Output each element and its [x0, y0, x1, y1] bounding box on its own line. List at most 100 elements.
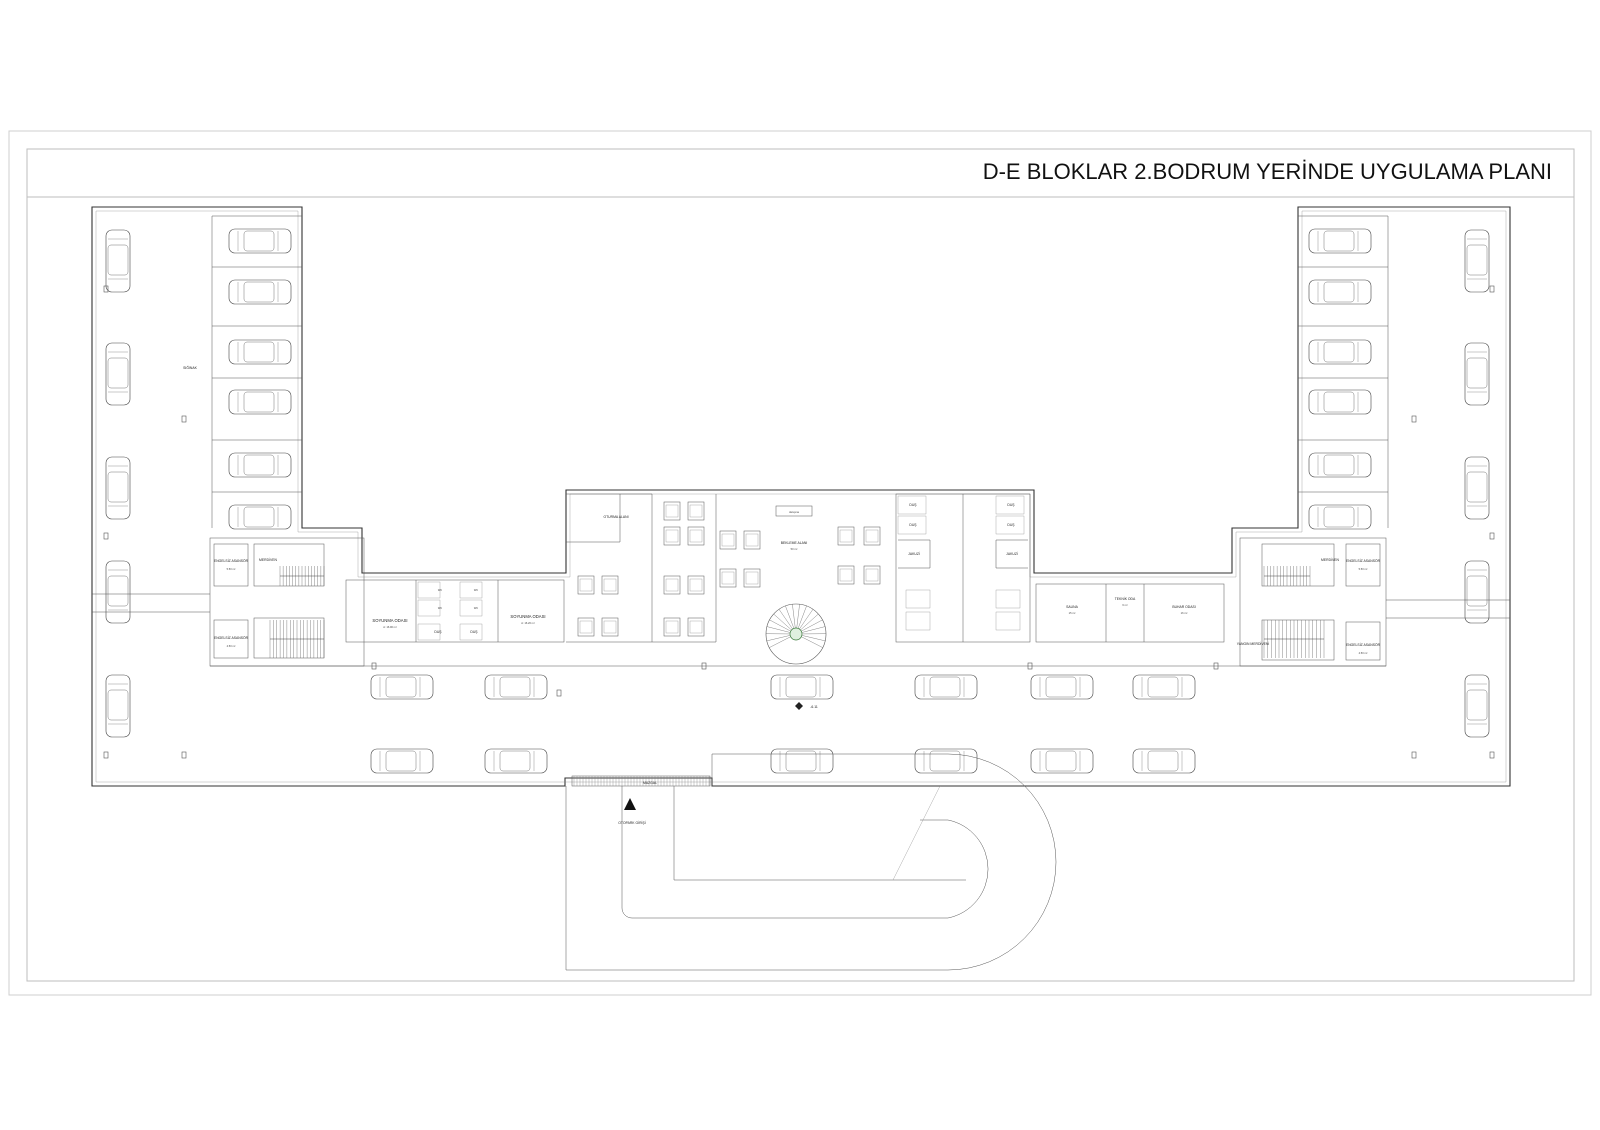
table-icon	[687, 575, 705, 595]
column-marker	[181, 415, 187, 423]
car-icon	[105, 456, 131, 520]
car-icon	[1464, 456, 1490, 520]
column-marker	[1411, 751, 1417, 759]
car-icon	[1308, 279, 1372, 305]
table-icon	[687, 617, 705, 637]
label-yangin: YANGIN MERDİVENİ	[1237, 641, 1270, 646]
table-icon	[837, 565, 855, 585]
car-icon	[1132, 674, 1196, 700]
column-marker	[1489, 285, 1495, 293]
label-merdiven-right: MERDİVEN	[1321, 557, 1339, 562]
car-icon	[228, 452, 292, 478]
label-dus-3: DUŞ	[909, 503, 917, 507]
label-bekleme: BEKLEME ALANI	[781, 541, 808, 545]
car-icon	[1030, 748, 1094, 774]
table-icon	[663, 575, 681, 595]
label-otopark: OTOPARK GİRİŞİ	[618, 820, 645, 825]
stair-right-top	[1263, 566, 1311, 586]
car-icon	[1308, 339, 1372, 365]
table-icon	[687, 526, 705, 546]
car-icon	[1464, 560, 1490, 624]
label-jakuzi-2: JAKUZİ	[1006, 551, 1018, 556]
label-dus-1: DUŞ	[434, 630, 442, 634]
label-wc-1: WC	[438, 588, 442, 592]
lounge-tables	[577, 501, 881, 637]
car-icon	[1464, 674, 1490, 738]
building-outline	[91, 206, 1511, 787]
car-icon	[770, 674, 834, 700]
right-core	[1239, 537, 1510, 667]
car-icon	[1464, 342, 1490, 406]
table-icon	[719, 568, 737, 588]
label-engelsiz-right-bottom: ENGELSİZ ASANSÖR	[1346, 642, 1381, 647]
car-icon	[1308, 504, 1372, 530]
label-sauna-area: 15 m²	[1069, 611, 1076, 615]
drawing-title: D-E BLOKLAR 2.BODRUM YERİNDE UYGULAMA PL…	[983, 159, 1552, 184]
entrance-ramp	[565, 753, 1057, 971]
table-icon	[663, 501, 681, 521]
car-icon	[1464, 229, 1490, 293]
car-icon	[1132, 748, 1196, 774]
label-wc-4: WC	[474, 606, 478, 610]
car-icon	[105, 229, 131, 293]
label-soyunma-1: SOYUNMA ODASI	[372, 618, 407, 623]
car-icon	[370, 748, 434, 774]
table-icon	[719, 530, 737, 550]
label-merdiven-left: MERDİVEN	[259, 557, 277, 562]
label-dus-5: DUŞ	[1007, 503, 1015, 507]
label-teknik: TEKNİK ODA	[1115, 596, 1136, 601]
label-level: -6.11	[810, 705, 818, 709]
label-engelsiz-right-bottom-area: 4.50 m²	[1359, 651, 1368, 655]
column-marker	[1489, 751, 1495, 759]
stair-right-bottom	[1263, 620, 1325, 658]
car-icon	[1308, 389, 1372, 415]
car-icon	[228, 339, 292, 365]
label-oturma: OTURMA ALANI	[603, 515, 628, 519]
sheet-outer-frame	[8, 130, 1592, 996]
level-marker-icon	[795, 702, 803, 710]
stair-left-bottom	[269, 620, 325, 658]
car-icon	[228, 389, 292, 415]
car-icon	[105, 560, 131, 624]
label-wc-3: WC	[474, 588, 478, 592]
label-engelsiz-left-bottom-area: 4.50 m²	[227, 644, 236, 648]
column-marker	[1411, 415, 1417, 423]
column-marker	[103, 532, 109, 540]
label-sauna: SAUNA	[1066, 605, 1078, 609]
car-icon	[1308, 228, 1372, 254]
car-icon	[105, 342, 131, 406]
table-icon	[863, 526, 881, 546]
reception-desk	[775, 505, 813, 517]
stair-left-top	[279, 566, 325, 586]
car-icon	[228, 504, 292, 530]
column-marker	[103, 285, 109, 293]
label-soyunma-1-area: A: 16.90 m²	[383, 625, 397, 629]
table-icon	[743, 530, 761, 550]
table-icon	[577, 575, 595, 595]
car-icon	[228, 228, 292, 254]
label-mazgal: MAZGAL	[643, 781, 657, 785]
label-buhar-area: 16 m²	[1181, 611, 1188, 615]
label-dus-6: DUŞ	[1007, 523, 1015, 527]
label-danisma: danışma	[789, 510, 800, 514]
label-wc-2: WC	[438, 606, 442, 610]
column-marker	[181, 751, 187, 759]
car-icon	[1308, 452, 1372, 478]
label-jakuzi-1: JAKUZİ	[908, 551, 920, 556]
label-soyunma-2: SOYUNMA ODASI	[510, 614, 545, 619]
car-icon	[914, 674, 978, 700]
table-icon	[663, 617, 681, 637]
table-icon	[837, 526, 855, 546]
sheet-inner-frame	[26, 148, 1575, 982]
column-marker	[103, 751, 109, 759]
car-icon	[770, 748, 834, 774]
spa-block	[895, 493, 1031, 643]
sauna-block	[1035, 583, 1225, 643]
table-icon	[601, 617, 619, 637]
table-icon	[663, 526, 681, 546]
parking-stalls-right	[1298, 215, 1389, 528]
label-teknik-area: 6 m²	[1122, 603, 1127, 607]
parking-stalls-left	[211, 215, 302, 528]
locker-rooms	[345, 579, 565, 643]
